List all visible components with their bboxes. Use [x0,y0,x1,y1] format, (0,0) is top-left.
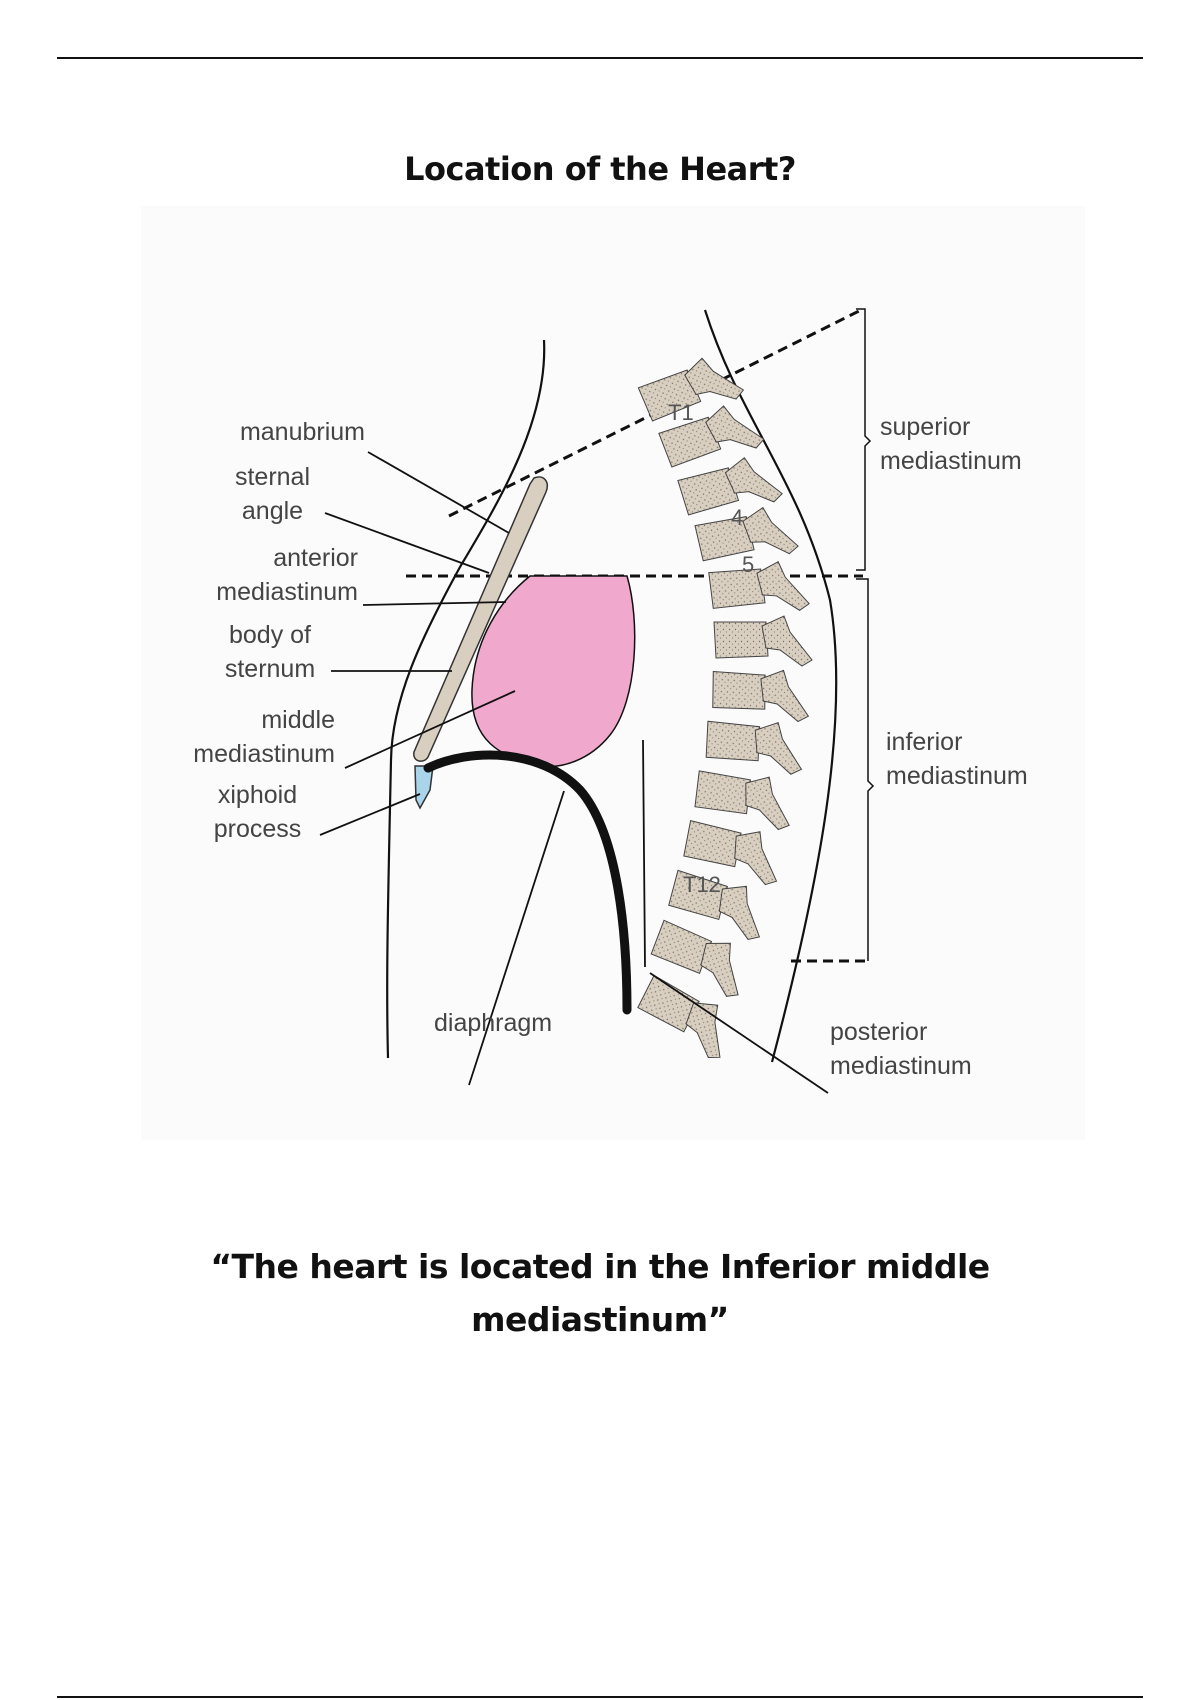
label-line: xiphoid [217,781,298,809]
label-line: sternal [234,463,311,491]
label-line: mediastinum [880,447,1022,475]
label-body-of-sternum: body of sternum [210,618,330,686]
bottom-rule [57,1696,1143,1698]
vertebra [712,669,810,723]
label-manubrium: manubrium [239,418,365,446]
label-anterior-mediastinum: anterior mediastinum [216,541,358,609]
label-line: anterior [273,544,358,572]
leader-lines [319,451,829,1094]
vertebral-column [637,357,813,1059]
label-line: mediastinum [886,762,1028,790]
label-line: superior [880,413,971,441]
caption-quote: “The heart is located in the Inferior mi… [150,1240,1050,1346]
vertebra [677,456,783,516]
label-middle-mediastinum: middle mediastinum [193,703,335,771]
label-xiphoid-process: xiphoid process [200,778,315,846]
vertebra-label-t12: T12 [683,872,721,897]
anterior-body-outline [386,339,546,1059]
leader-xiphoid [319,793,421,836]
vertebra [668,869,761,941]
vertebra [683,819,778,886]
caption-line: mediastinum” [471,1300,729,1339]
vertebra [705,720,803,775]
label-line: body of [228,621,311,649]
label-line: middle [261,706,335,734]
label-line: posterior [830,1018,928,1046]
vertebra [650,919,739,997]
label-inferior-mediastinum: inferior mediastinum [886,725,1028,793]
vertebra-label-5: 5 [742,552,754,577]
label-sternal-angle: sternal angle [220,460,325,528]
label-line: inferior [886,728,963,756]
leader-manubrium [367,451,510,534]
label-line: mediastinum [193,740,335,768]
leader-middle-mediastinum [344,690,516,769]
vertebra [713,615,813,667]
vertebra [694,506,799,562]
leader-anterior-mediastinum [362,601,507,606]
page-title: Location of the Heart? [404,150,796,188]
label-line: sternum [224,655,316,683]
label-line: mediastinum [216,578,358,606]
label-posterior-mediastinum: posterior mediastinum [830,1015,972,1083]
vertebra-label-4: 4 [731,505,743,530]
vertebra [637,357,745,422]
posterior-mediastinum-boundary [642,739,646,968]
label-line: process [213,815,302,843]
top-rule [57,57,1143,59]
vertebra-label-t1: T1 [668,400,694,425]
vertebra [694,770,790,831]
vertebra [708,561,810,611]
label-line: mediastinum [830,1052,972,1080]
vertebra [637,974,721,1059]
posterior-body-outline [703,309,838,1063]
leader-posterior-mediastinum [649,972,829,1094]
diaphragm [423,750,632,1015]
label-line: angle [241,497,304,525]
inferior-bracket [856,578,875,961]
label-diaphragm: diaphragm [434,1009,553,1037]
caption-line: “The heart is located in the Inferior mi… [210,1247,990,1286]
label-superior-mediastinum: superior mediastinum [880,410,1022,478]
vertebra [658,405,765,468]
sternum [413,476,548,762]
leader-sternal-angle [324,512,490,574]
xiphoid-process [414,765,434,810]
leader-diaphragm [468,790,565,1086]
superior-bracket [856,308,872,571]
